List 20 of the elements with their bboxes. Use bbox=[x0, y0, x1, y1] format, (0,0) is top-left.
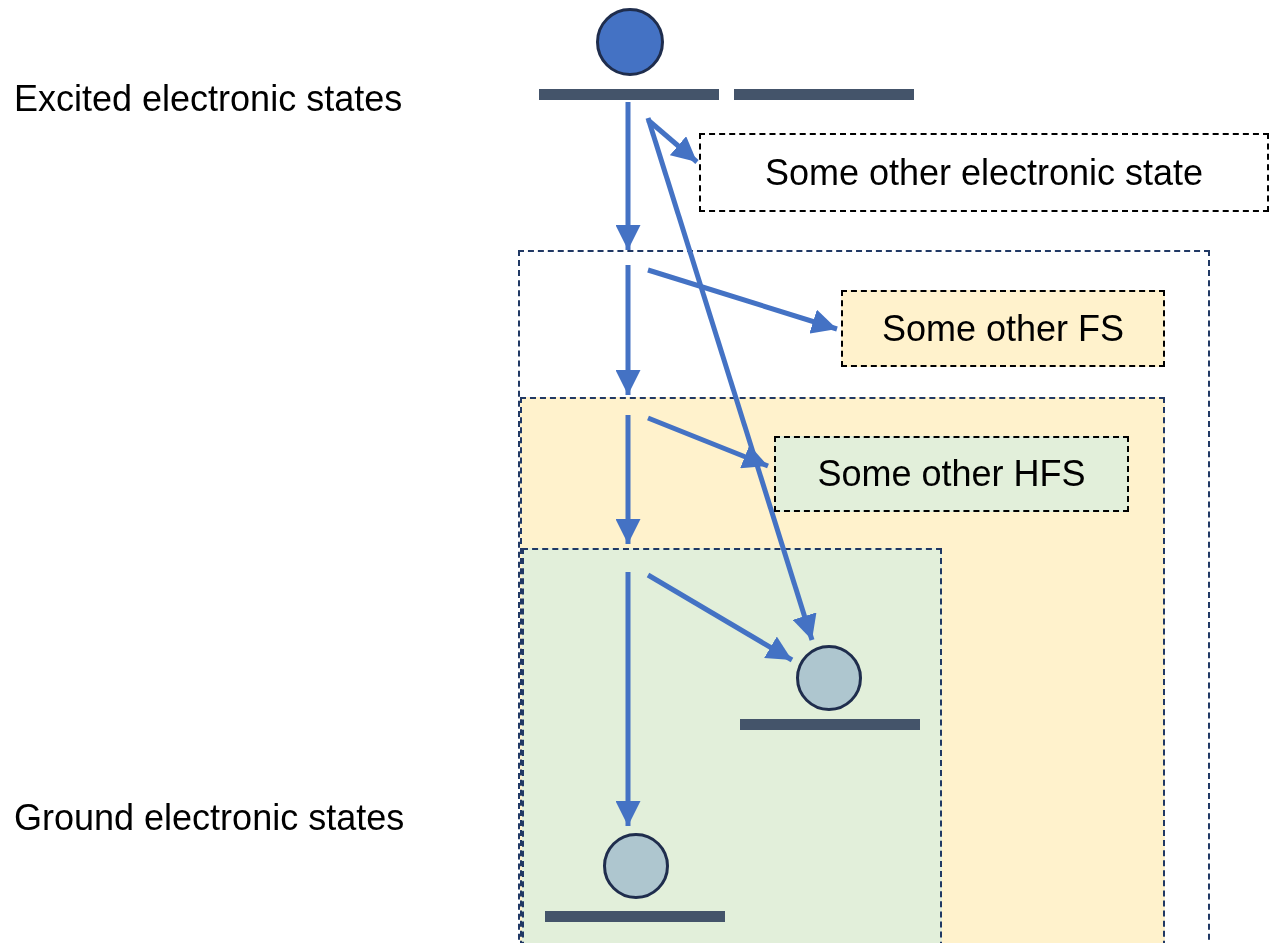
arrow bbox=[615, 415, 641, 544]
dashed-region bbox=[518, 250, 1210, 943]
dashed-region bbox=[520, 397, 1165, 943]
arrow bbox=[645, 117, 817, 641]
state-label-box: Some other HFS bbox=[774, 436, 1129, 512]
arrow bbox=[615, 572, 641, 826]
arrow bbox=[615, 265, 641, 395]
energy-level-bar bbox=[545, 911, 725, 922]
state-label-box: Some other electronic state bbox=[699, 133, 1269, 212]
arrow bbox=[615, 102, 641, 250]
energy-level-bar bbox=[539, 89, 719, 100]
state-label-box: Some other FS bbox=[841, 290, 1165, 367]
dashed-region bbox=[522, 548, 942, 943]
arrow bbox=[647, 267, 838, 334]
energy-level-bar bbox=[740, 719, 920, 730]
energy-level-bar bbox=[734, 89, 914, 100]
arrow bbox=[647, 415, 769, 469]
state-group-label: Ground electronic states bbox=[14, 797, 405, 839]
state-group-label: Excited electronic states bbox=[14, 78, 403, 120]
arrow bbox=[646, 572, 794, 663]
